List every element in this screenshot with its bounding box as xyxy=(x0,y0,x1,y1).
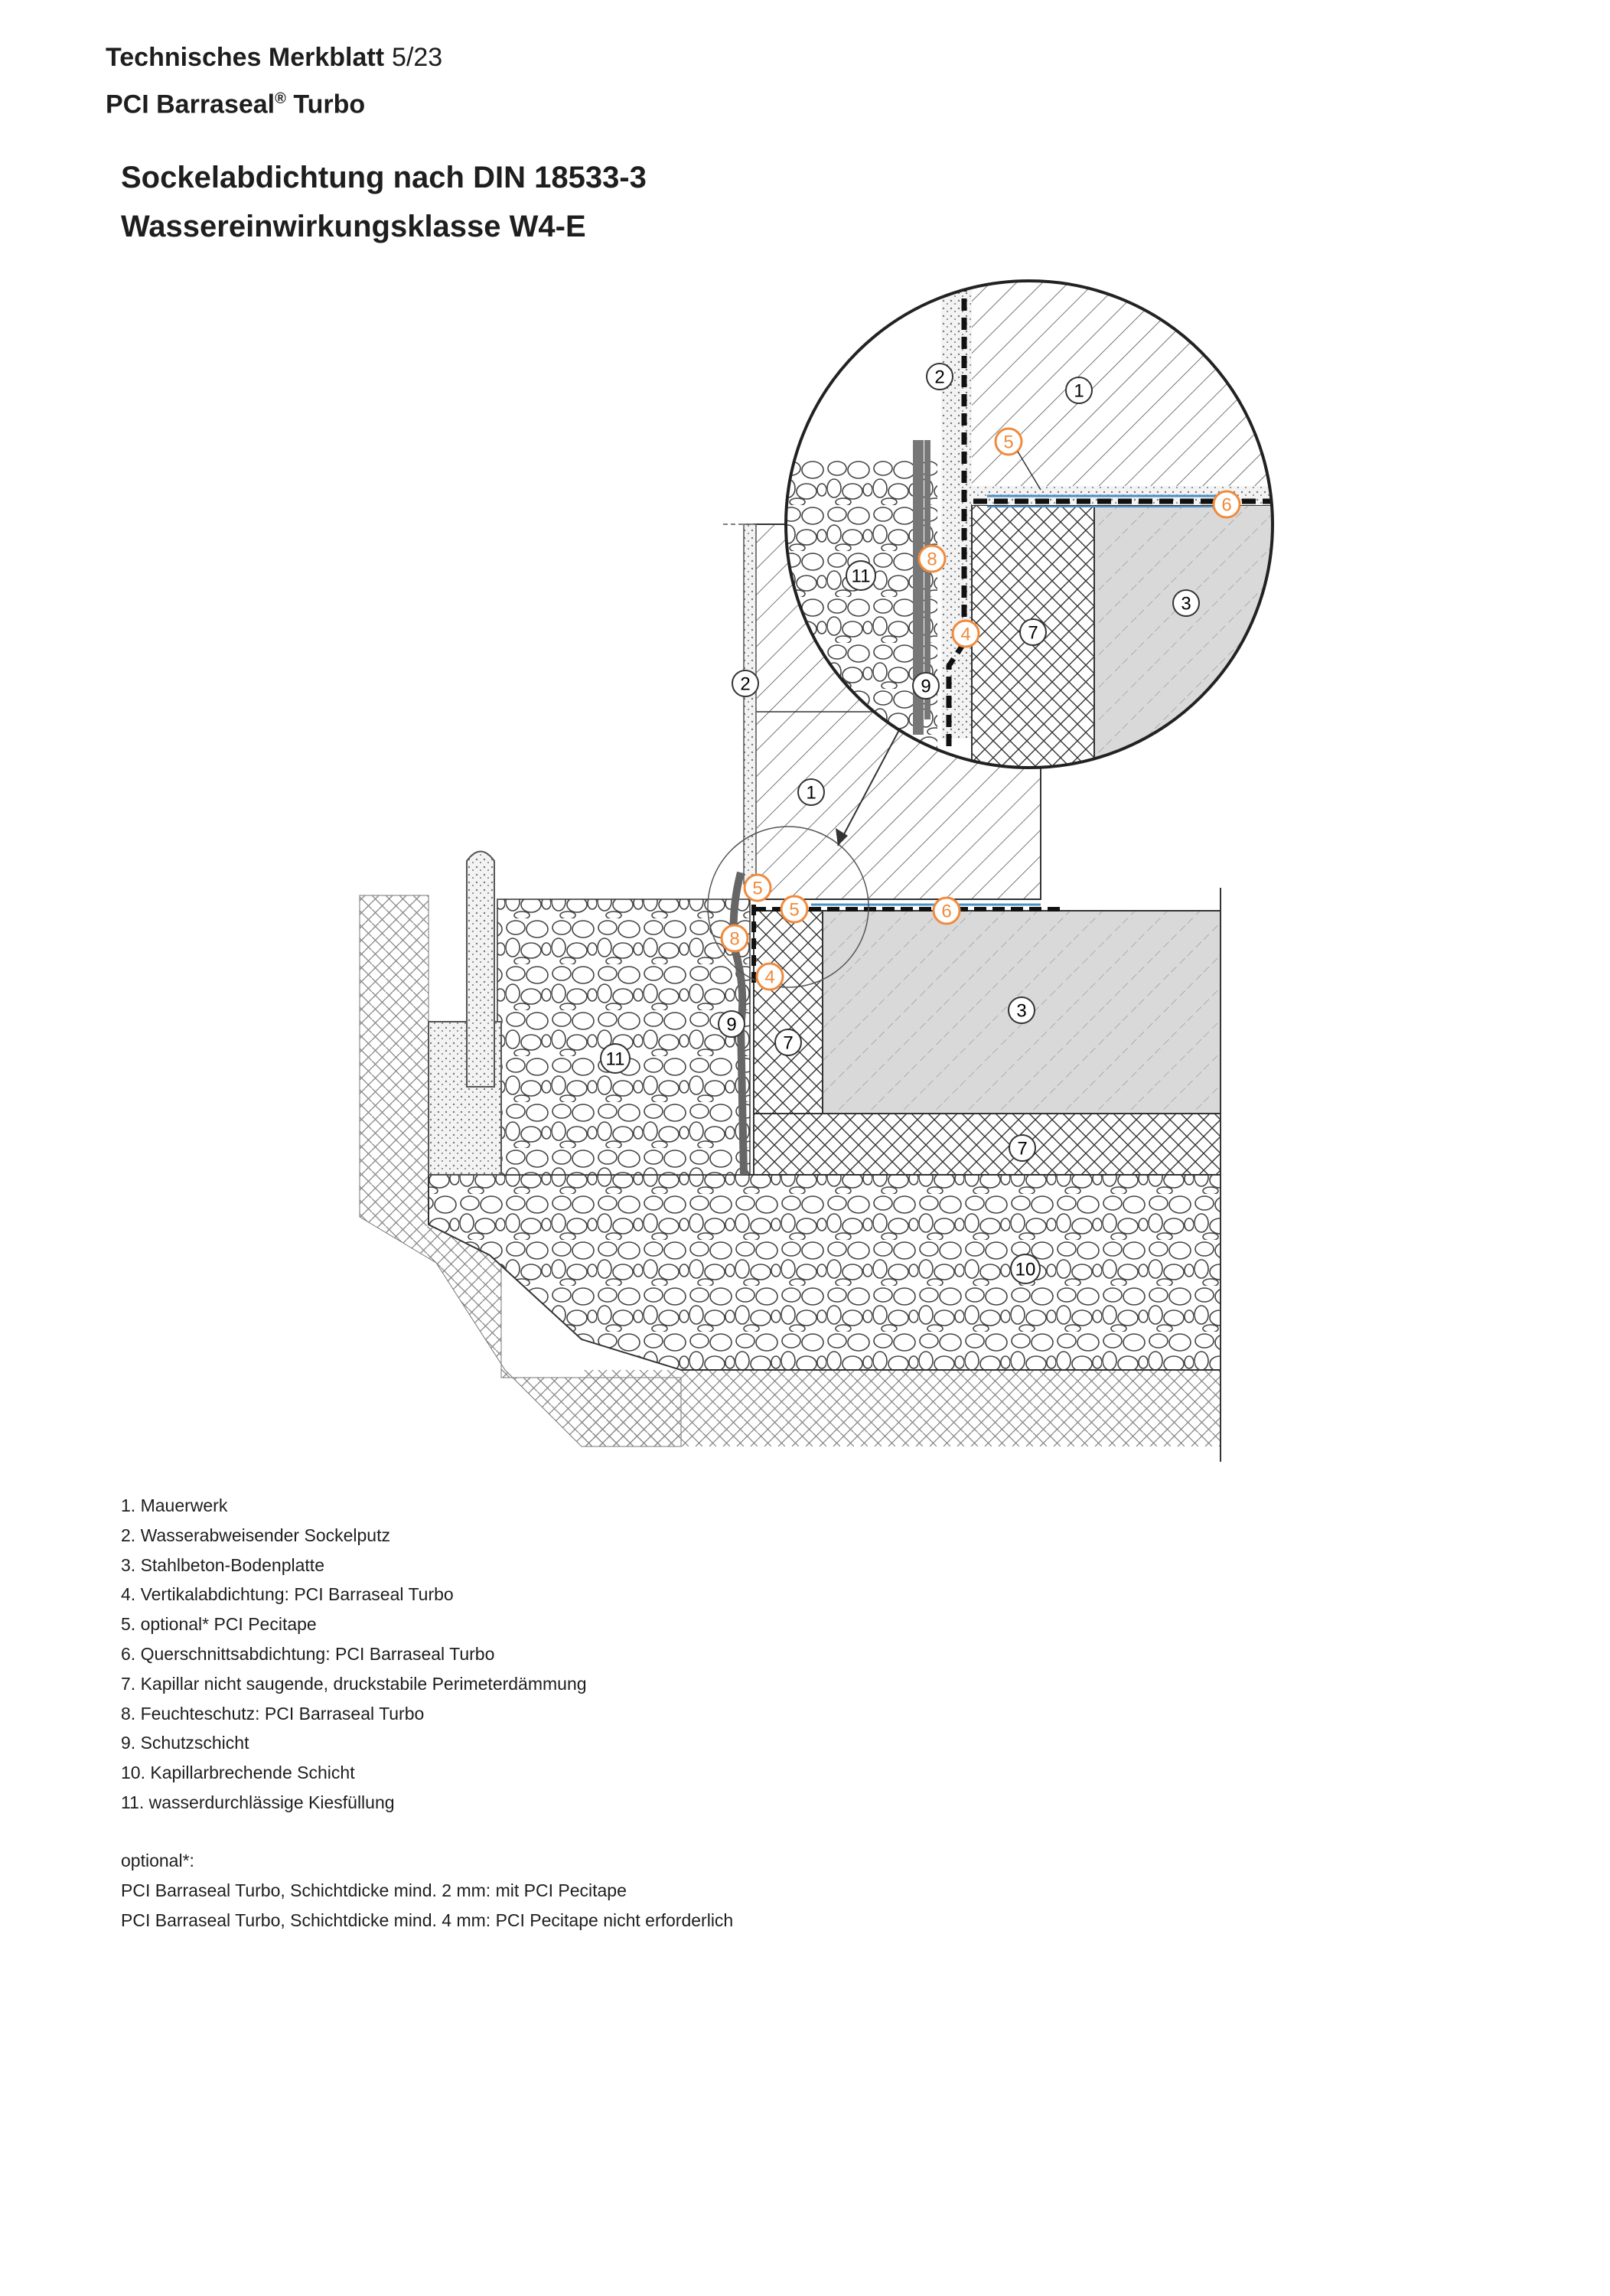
svg-text:2: 2 xyxy=(934,367,944,388)
callout-10: 10 xyxy=(1010,1254,1041,1284)
legend-item: 5. optional* PCI Pecitape xyxy=(121,1614,317,1635)
legend-item: 9. Schutzschicht xyxy=(121,1733,249,1753)
svg-text:6: 6 xyxy=(1221,495,1231,516)
layer-perimeterdaemmung-bottom xyxy=(753,1113,1221,1176)
callout-11: 11 xyxy=(600,1043,631,1074)
detail-reference-circle xyxy=(707,826,869,988)
svg-text:2: 2 xyxy=(740,674,750,695)
optional-note: optional*: PCI Barraseal Turbo, Schichtd… xyxy=(121,1846,733,1936)
svg-text:4: 4 xyxy=(764,967,774,988)
curb-post xyxy=(466,850,495,1088)
legend-item: 10. Kapillarbrechende Schicht xyxy=(121,1763,355,1783)
layer-perimeterdaemmung-side xyxy=(753,910,823,1114)
title-line-2: Wassereinwirkungsklasse W4-E xyxy=(121,210,586,243)
legend-item: 6. Querschnittsabdichtung: PCI Barraseal… xyxy=(121,1643,495,1664)
callout-1: 1 xyxy=(797,778,825,806)
header-line-2: PCI Barraseal® Turbo xyxy=(106,78,442,125)
svg-text:11: 11 xyxy=(852,566,871,587)
svg-text:6: 6 xyxy=(941,902,951,922)
legend-item: 2. Wasserabweisender Sockelputz xyxy=(121,1525,390,1545)
detail-callout-1: 1 xyxy=(1065,377,1093,404)
legend-item: 7. Kapillar nicht saugende, druckstabile… xyxy=(121,1673,587,1694)
detail-callout-8: 8 xyxy=(917,544,947,573)
detail-callout-9: 9 xyxy=(912,672,940,700)
legend-item: 4. Vertikalabdichtung: PCI Barraseal Tur… xyxy=(121,1584,454,1605)
svg-text:5: 5 xyxy=(1003,432,1013,453)
note-line-2: PCI Barraseal Turbo, Schichtdicke mind. … xyxy=(121,1910,734,1930)
callout-4: 4 xyxy=(755,962,784,991)
svg-text:8: 8 xyxy=(729,929,739,950)
svg-text:3: 3 xyxy=(1181,594,1191,615)
doc-type: Technisches Merkblatt xyxy=(106,43,385,72)
page-number: 5/23 xyxy=(392,43,443,72)
detail-callout-6: 6 xyxy=(1212,490,1241,519)
callout-5b: 5 xyxy=(780,895,809,924)
detail-callout-2: 2 xyxy=(926,363,953,390)
legend-item: 3. Stahlbeton-Bodenplatte xyxy=(121,1554,324,1575)
detail-callout-5: 5 xyxy=(994,427,1023,456)
callout-6: 6 xyxy=(932,896,961,925)
svg-text:5: 5 xyxy=(752,879,762,899)
title-line-1: Sockelabdichtung nach DIN 18533-3 xyxy=(121,161,647,194)
callout-8: 8 xyxy=(720,924,749,953)
soil-bottom xyxy=(582,1370,1221,1446)
legend-item: 1. Mauerwerk xyxy=(121,1495,228,1515)
svg-text:4: 4 xyxy=(960,625,970,645)
svg-text:9: 9 xyxy=(921,677,930,697)
callouts: 1 2 3 4 5 5 6 7 7 8 9 10 11 1 2 3 4 5 6 … xyxy=(600,363,1241,1284)
svg-text:8: 8 xyxy=(927,550,937,570)
detail-callout-7: 7 xyxy=(1019,618,1047,646)
svg-text:5: 5 xyxy=(789,900,799,921)
detail-callout-11: 11 xyxy=(846,560,876,591)
legend-list: 1. Mauerwerk 2. Wasserabweisender Sockel… xyxy=(121,1491,587,1818)
note-line-1: PCI Barraseal Turbo, Schichtdicke mind. … xyxy=(121,1880,627,1900)
layer-kiesfuellung xyxy=(497,899,751,1176)
svg-text:1: 1 xyxy=(1074,381,1084,402)
svg-text:1: 1 xyxy=(806,783,816,804)
registered-mark: ® xyxy=(275,90,286,107)
svg-text:3: 3 xyxy=(1016,1001,1026,1022)
callout-5a: 5 xyxy=(743,873,772,902)
callout-9: 9 xyxy=(718,1010,745,1038)
svg-text:9: 9 xyxy=(726,1015,736,1035)
callout-7a: 7 xyxy=(774,1029,802,1056)
svg-text:7: 7 xyxy=(1017,1139,1027,1159)
legend-item: 8. Feuchteschutz: PCI Barraseal Turbo xyxy=(121,1703,425,1724)
page-title: Sockelabdichtung nach DIN 18533-3 Wasser… xyxy=(121,153,647,251)
svg-text:11: 11 xyxy=(606,1049,625,1070)
svg-text:10: 10 xyxy=(1015,1260,1036,1280)
callout-3: 3 xyxy=(1008,996,1035,1024)
note-heading: optional*: xyxy=(121,1851,194,1870)
callout-7b: 7 xyxy=(1009,1134,1036,1162)
detail-callout-4: 4 xyxy=(951,619,980,648)
detail-callout-3: 3 xyxy=(1172,589,1200,617)
callout-2: 2 xyxy=(732,670,759,697)
layer-sockelputz xyxy=(743,523,757,885)
product-suffix: Turbo xyxy=(285,90,366,119)
legend-item: 11. wasserdurchlässige Kiesfüllung xyxy=(121,1792,395,1812)
product-name: PCI Barraseal xyxy=(106,90,275,119)
svg-text:7: 7 xyxy=(1028,623,1038,644)
svg-text:7: 7 xyxy=(783,1033,793,1054)
layer-kapillarbrechend xyxy=(428,1174,1221,1371)
